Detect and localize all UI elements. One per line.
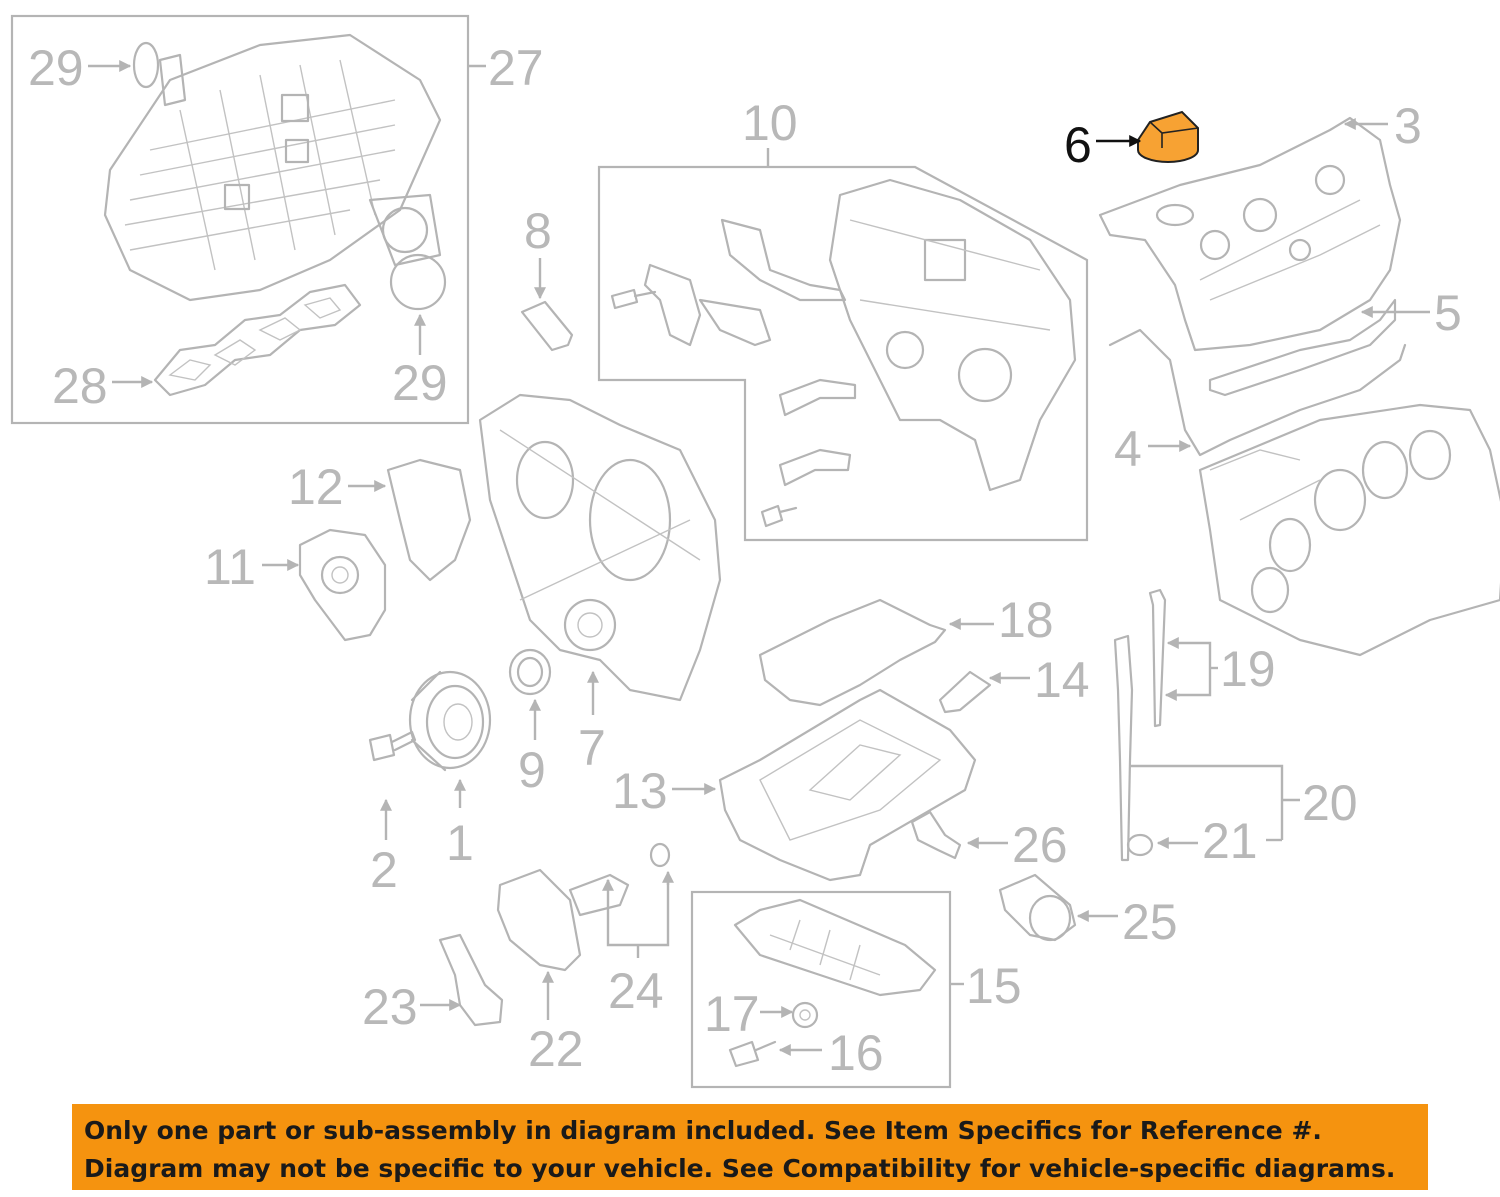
callout-28: 28 [52,358,108,414]
callout-20: 20 [1302,775,1358,831]
callout-21: 21 [1202,813,1258,869]
callout-22: 22 [528,1021,584,1077]
callout-25: 25 [1122,894,1178,950]
throttle-gasket-lower [389,253,447,311]
callout-13: 13 [612,763,668,819]
oil-strainer-group-frame [690,890,952,1089]
valve-cover-gasket [1208,298,1397,397]
oil-pan-lower [733,898,937,997]
sealant-tube-14 [938,670,992,714]
chain-guide-short [778,378,857,417]
callout-15: 15 [966,958,1022,1014]
timing-bolt-lower [760,504,798,528]
oil-pressure-switch [910,810,962,860]
callout-24: 24 [608,963,664,1019]
water-pump-gasket [386,458,472,582]
callout-3: 3 [1394,98,1422,154]
sealant-tube-8 [520,300,574,352]
callout-27: 27 [488,40,544,96]
oil-drain-plug [728,1040,777,1068]
dipstick-o-ring [1126,833,1154,857]
callout-9: 9 [518,742,546,798]
oil-sensor [568,873,630,917]
timing-cover-group-frame [597,165,1089,542]
pulley-bolt [368,730,417,762]
callout-18: 18 [998,592,1054,648]
chain-guide-upper [720,218,847,302]
callout-12: 12 [288,459,344,515]
callout-17: 17 [704,986,760,1042]
callout-8: 8 [524,203,552,259]
intake-gasket [153,283,362,397]
water-pump [298,528,387,642]
chain-guide-lower [778,448,852,487]
oil-dipstick [1148,588,1167,728]
crank-pulley [408,670,492,772]
disclaimer-line-2: Diagram may not be specific to your vehi… [84,1154,1396,1183]
timing-bolt-upper [610,288,657,310]
intake-manifold-group-frame [10,14,470,425]
callout-29: 29 [392,355,448,411]
dipstick-tube [1113,634,1134,862]
throttle-gasket-upper [132,41,160,89]
callout-26: 26 [1012,817,1068,873]
callout-11: 11 [204,539,256,595]
callout-29: 29 [28,40,84,96]
disclaimer-banner: Only one part or sub-assembly in diagram… [72,1104,1428,1190]
sensor-washer [649,842,671,868]
oil-baffle-plate [758,598,947,707]
front-crank-seal [508,648,552,696]
intake-manifold [103,33,442,302]
drain-plug-washer [791,1001,819,1029]
front-timing-cover [478,393,722,702]
leader-lines [88,60,1430,1056]
callout-16: 16 [828,1025,884,1081]
callout-19: 19 [1220,641,1276,697]
callout-2: 2 [370,842,398,898]
oil-pan-upper [718,688,977,882]
callout-10: 10 [742,95,798,151]
callout-7: 7 [578,720,606,776]
timing-chain-cover-inner [828,178,1077,492]
engine-block [1198,403,1500,657]
callout-5: 5 [1434,285,1462,341]
callout-4: 4 [1114,421,1142,477]
tensioner-arm [698,298,772,347]
callout-1: 1 [446,815,474,871]
valve-cover [1098,116,1402,352]
callout-23: 23 [362,979,418,1035]
callout-14: 14 [1034,652,1090,708]
oil-filter [998,873,1077,942]
callout-6-highlighted: 6 [1064,117,1092,173]
chain-guide-left [643,263,702,347]
disclaimer-line-1: Only one part or sub-assembly in diagram… [84,1116,1322,1145]
oil-filler-cap [1137,110,1199,163]
oil-strainer-pickup [438,933,504,1027]
oil-pump [496,868,582,972]
cover-gasket-4 [1108,328,1407,457]
